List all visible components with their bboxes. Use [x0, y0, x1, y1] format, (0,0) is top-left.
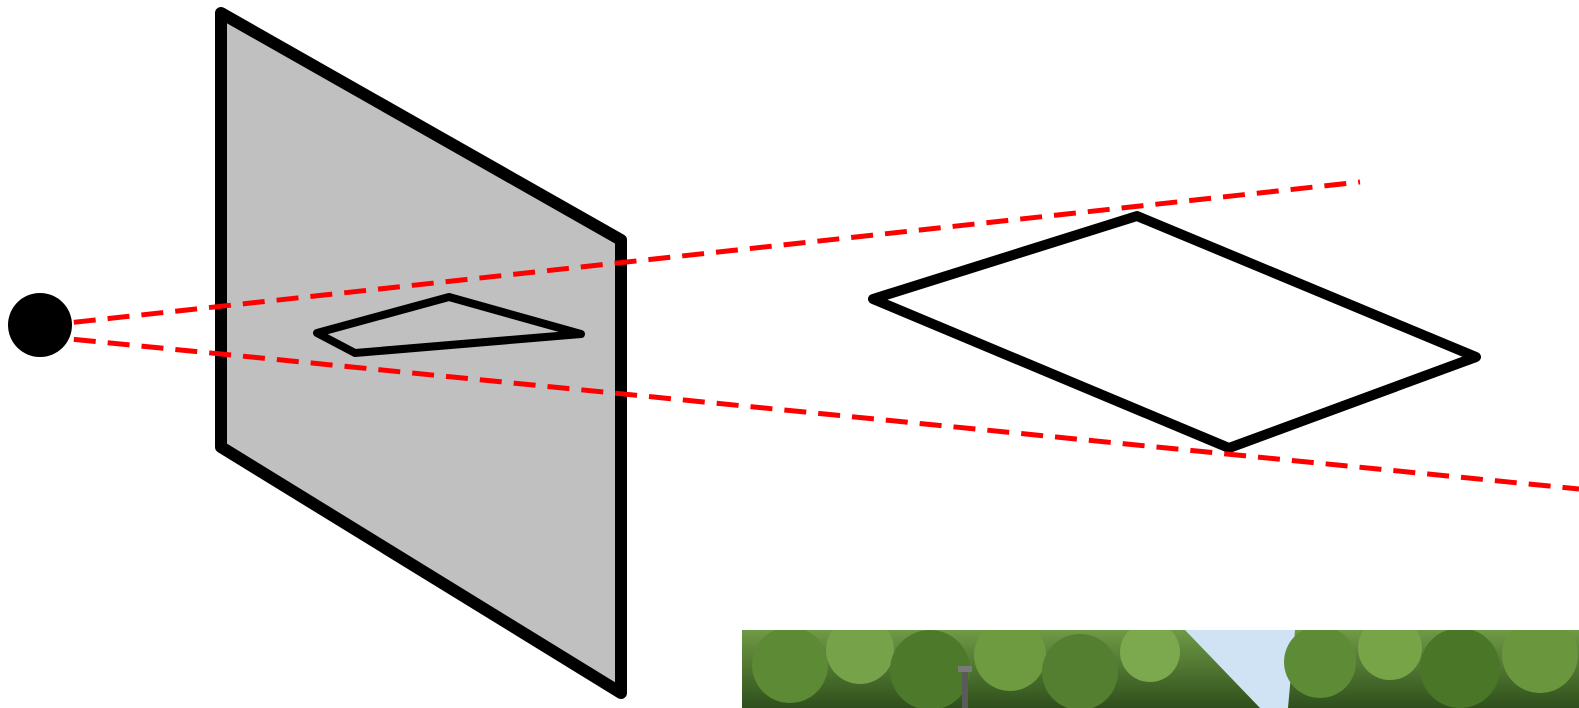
camera-center: [8, 293, 72, 357]
